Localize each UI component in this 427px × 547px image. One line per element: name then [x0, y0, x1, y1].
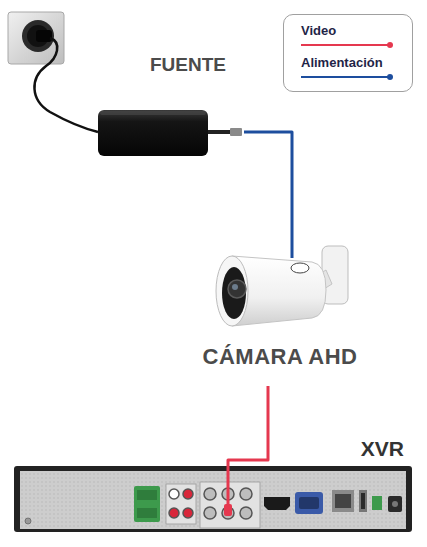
xvr-label: XVR [361, 436, 404, 461]
legend-text: Video [301, 23, 336, 39]
bullet-camera [216, 246, 348, 326]
legend-row: Video [301, 21, 402, 51]
xvr-recorder: XVR [14, 466, 412, 532]
legend-line-sample [301, 71, 397, 83]
mains-cable [34, 38, 98, 132]
legend-box: VideoAlimentación [283, 14, 413, 92]
supply-label: FUENTE [150, 54, 226, 77]
power-supply: FUENTE [96, 106, 244, 158]
video-cable [228, 386, 268, 466]
ahd-camera: CÁMARA AHD [190, 258, 370, 386]
legend-row: Alimentación [301, 53, 402, 83]
power-adapter [98, 110, 242, 156]
xvr-panel [14, 466, 412, 532]
legend-line-sample [301, 39, 397, 51]
power-cable [244, 132, 292, 258]
legend-text: Alimentación [301, 55, 383, 71]
camera-label: CÁMARA AHD [203, 344, 358, 370]
